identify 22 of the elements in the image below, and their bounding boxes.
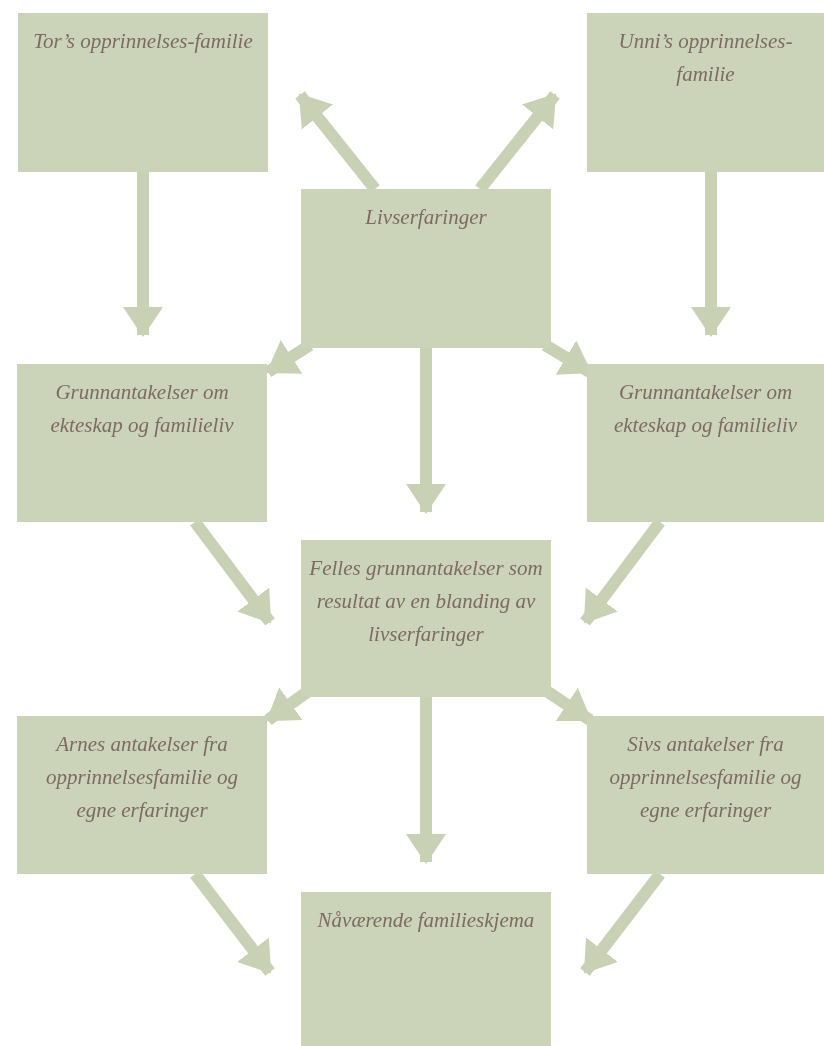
arrow <box>406 348 446 514</box>
arrow <box>406 697 446 864</box>
box-label: Felles grunnantakelser som resultat av en blanding av livserfaringer <box>309 555 543 648</box>
process-box <box>587 13 824 172</box>
process-box <box>587 716 824 874</box>
box-label: Grunnantakelser om ekteskap og familieliv <box>49 379 235 439</box>
box-label: Livserfaringer <box>365 204 487 231</box>
box-label: Arnes antakelser fra opprinnelsesfamilie og egne erfaringer <box>45 731 239 824</box>
box-label: Grunnantakelser om ekteskap og familieliv <box>612 379 799 439</box>
box-label: Tor’s opprinnelses-familie <box>33 28 253 55</box>
process-box <box>587 364 824 522</box>
arrow <box>691 172 731 337</box>
process-box <box>17 716 267 874</box>
box-label: Sivs antakelser fra opprinnelsesfamilie og egne erfaringer <box>608 731 803 824</box>
box-label: Nåværende familieskjema <box>317 907 535 934</box>
arrow <box>123 172 163 337</box>
process-box <box>301 892 551 1046</box>
process-box <box>17 364 267 522</box>
process-box <box>301 189 551 348</box>
process-box <box>18 13 268 172</box>
box-label: Unni’s opprinnelses-familie <box>617 28 794 88</box>
process-box <box>301 540 551 697</box>
